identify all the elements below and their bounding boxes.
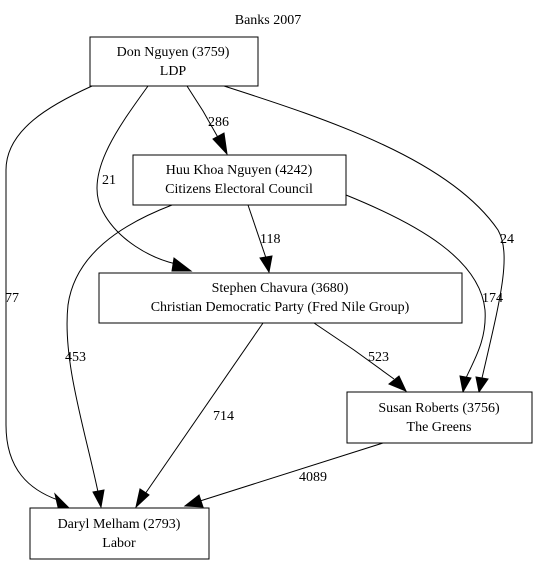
node-don-nguyen: Don Nguyen (3759) LDP: [89, 36, 259, 87]
edge-label-don-daryl: 77: [5, 291, 19, 306]
edge-susan-daryl: 4089: [183, 442, 384, 508]
node-daryl-melham-name: Daryl Melham (2793): [58, 517, 181, 532]
edge-label-huu-daryl: 453: [65, 350, 86, 365]
edge-don-stephen: 21: [96, 85, 193, 272]
edge-don-daryl: 77: [5, 85, 93, 509]
node-stephen-chavura: Stephen Chavura (3680) Christian Democra…: [98, 272, 463, 324]
node-daryl-melham: Daryl Melham (2793) Labor: [29, 507, 210, 560]
edge-huu-susan: 174: [345, 194, 503, 394]
edge-label-stephen-susan: 523: [368, 350, 389, 365]
edge-label-don-huu: 286: [208, 115, 229, 130]
node-don-nguyen-party: LDP: [160, 64, 187, 79]
node-huu-khoa-nguyen: Huu Khoa Nguyen (4242) Citizens Electora…: [132, 154, 347, 206]
edge-huu-stephen: 118: [247, 204, 280, 274]
edge-don-huu: 286: [186, 85, 229, 156]
node-stephen-chavura-name: Stephen Chavura (3680): [212, 281, 349, 296]
edge-label-don-stephen: 21: [102, 173, 116, 188]
node-huu-khoa-nguyen-party: Citizens Electoral Council: [165, 182, 313, 197]
node-daryl-melham-party: Labor: [102, 536, 136, 551]
edge-label-huu-susan: 174: [482, 291, 503, 306]
node-susan-roberts-party: The Greens: [407, 420, 472, 435]
node-stephen-chavura-party: Christian Democratic Party (Fred Nile Gr…: [151, 300, 410, 315]
edge-label-susan-daryl: 4089: [299, 470, 327, 485]
node-don-nguyen-name: Don Nguyen (3759): [117, 45, 230, 60]
edge-huu-daryl: 453: [65, 204, 173, 509]
node-susan-roberts: Susan Roberts (3756) The Greens: [346, 391, 533, 444]
edge-stephen-daryl: 714: [135, 322, 264, 509]
edge-label-stephen-daryl: 714: [213, 409, 234, 424]
diagram-title: Banks 2007: [235, 13, 302, 28]
edge-don-susan: 24: [223, 85, 514, 394]
node-susan-roberts-name: Susan Roberts (3756): [378, 401, 500, 416]
edge-label-huu-stephen: 118: [260, 232, 280, 247]
edge-label-don-susan: 24: [500, 232, 514, 247]
node-huu-khoa-nguyen-name: Huu Khoa Nguyen (4242): [166, 163, 313, 178]
edge-stephen-susan: 523: [313, 322, 407, 392]
